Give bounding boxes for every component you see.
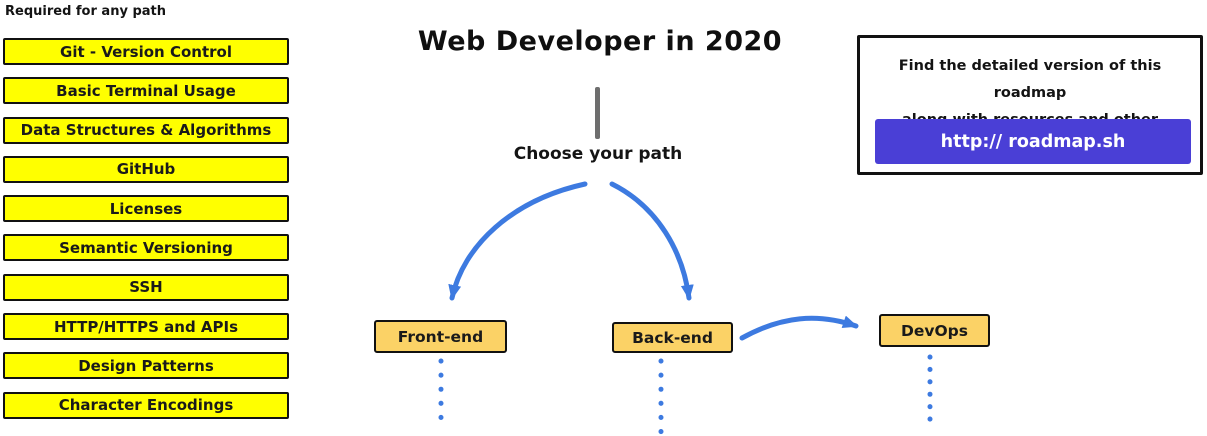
choose-path-label: Choose your path bbox=[513, 144, 683, 164]
topic-github[interactable]: GitHub bbox=[3, 155, 289, 183]
page-title: Web Developer in 2020 bbox=[417, 26, 783, 57]
path-node-devops[interactable]: DevOps bbox=[879, 314, 990, 347]
topic-licenses[interactable]: Licenses bbox=[3, 195, 289, 223]
required-topics-list: Git - Version Control Basic Terminal Usa… bbox=[3, 38, 289, 419]
info-text-line1: Find the detailed version of this roadma… bbox=[898, 58, 1162, 101]
title-connector-line bbox=[595, 87, 600, 139]
path-node-frontend[interactable]: Front-end bbox=[374, 320, 507, 353]
arrow-backend-to-devops bbox=[739, 315, 859, 341]
topic-basic-terminal-usage[interactable]: Basic Terminal Usage bbox=[3, 77, 289, 105]
path-node-backend[interactable]: Back-end bbox=[612, 322, 733, 353]
sidebar-heading: Required for any path bbox=[5, 4, 167, 19]
topic-http-https-apis[interactable]: HTTP/HTTPS and APIs bbox=[3, 313, 289, 341]
topic-design-patterns[interactable]: Design Patterns bbox=[3, 352, 289, 380]
topic-git-version-control[interactable]: Git - Version Control bbox=[3, 38, 289, 65]
topic-ssh[interactable]: SSH bbox=[3, 273, 289, 301]
roadmap-url-button[interactable]: http:// roadmap.sh bbox=[875, 119, 1191, 164]
topic-character-encodings[interactable]: Character Encodings bbox=[3, 391, 289, 419]
topic-semantic-versioning[interactable]: Semantic Versioning bbox=[3, 234, 289, 262]
info-box: Find the detailed version of this roadma… bbox=[857, 35, 1203, 175]
arrow-to-frontend bbox=[448, 181, 588, 301]
arrow-to-backend bbox=[609, 181, 694, 301]
topic-data-structures-algorithms[interactable]: Data Structures & Algorithms bbox=[3, 116, 289, 144]
